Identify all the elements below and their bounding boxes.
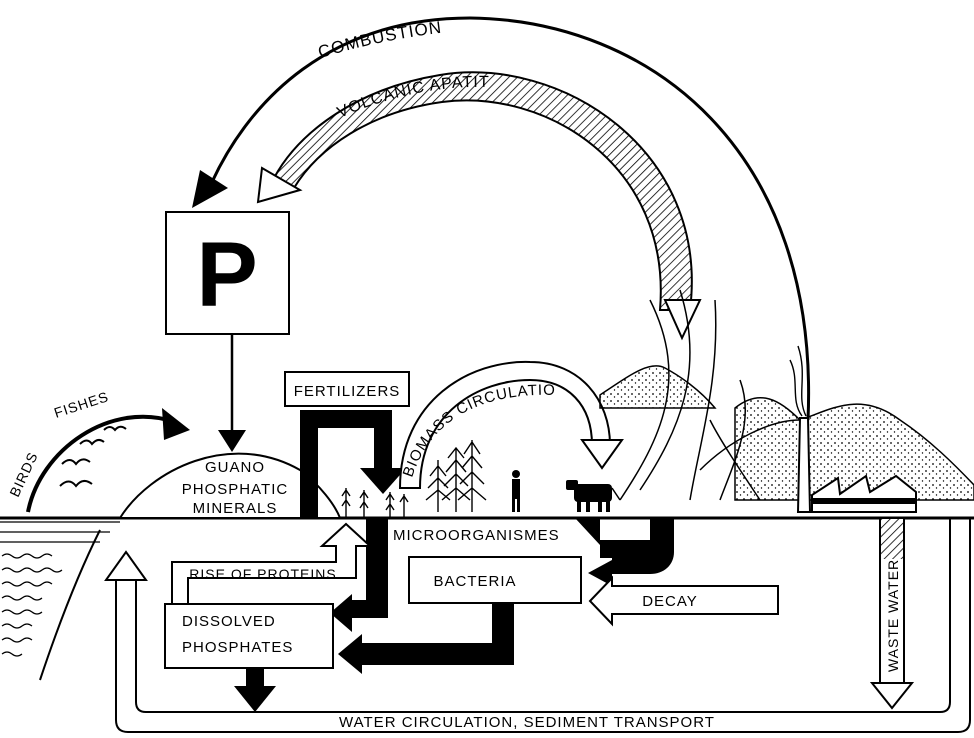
waste-water-label: WASTE WATER (885, 559, 901, 672)
dissolved-to-sediment-arrow (234, 668, 276, 712)
factory-chimney (789, 345, 812, 513)
dissolved-phosphates-box: DISSOLVED PHOSPHATES (164, 603, 334, 669)
rise-of-proteins-arrow: RISE OF PROTEINS (171, 522, 373, 609)
guano-mound: GUANO PHOSPHATIC MINERALS (118, 452, 342, 519)
phosphorus-box: P (165, 211, 290, 335)
trees-icon (425, 440, 487, 512)
fertilizers-arrow (300, 410, 406, 518)
person-icon (512, 470, 520, 512)
biomass-circulation-arrow (398, 360, 624, 489)
fertilizers-box: FERTILIZERS (284, 371, 410, 407)
dissolved-label-1: DISSOLVED (182, 613, 276, 630)
bacteria-box: BACTERIA (408, 556, 582, 604)
volcanic-apatit-arrow (256, 71, 702, 341)
sea-waves (0, 521, 120, 681)
bacteria-to-dissolved-arrow (338, 603, 514, 674)
waste-water-arrow: WASTE WATER (869, 517, 915, 710)
microorganismes-label: MICROORGANISMES (393, 527, 560, 544)
birds-fishes-arrow (26, 408, 190, 513)
combustion-arrow (192, 16, 811, 421)
guano-label-3: MINERALS (193, 500, 278, 517)
water-circulation-label-bg (300, 713, 756, 731)
crops-icon (341, 488, 409, 518)
guano-label-1: GUANO (205, 459, 265, 476)
guano-label-2: PHOSPHATIC (182, 481, 288, 498)
cow-icon (566, 480, 621, 512)
decay-arrow: DECAY (588, 575, 779, 627)
surface-to-dissolved-arrow (330, 518, 388, 632)
birds-icon (59, 425, 127, 488)
rise-of-proteins-label: RISE OF PROTEINS (189, 566, 336, 582)
p-to-guano-arrow (218, 334, 246, 452)
water-circulation-loop (104, 518, 971, 733)
p-symbol: P (196, 224, 257, 326)
fertilizers-label: FERTILIZERS (294, 383, 401, 400)
combustion-label: COMBUSTION (316, 18, 443, 62)
dissolved-label-2: PHOSPHATES (182, 639, 293, 656)
bacteria-label: BACTERIA (433, 573, 516, 590)
surface-to-bacteria-arrow (575, 518, 674, 586)
factory-building (811, 474, 917, 513)
mountains (599, 365, 974, 501)
water-circulation-label: WATER CIRCULATION, SEDIMENT TRANSPORT (339, 714, 715, 731)
volcano-smoke (619, 289, 801, 501)
decay-label: DECAY (642, 593, 698, 610)
fishes-label: FISHES (52, 388, 111, 421)
